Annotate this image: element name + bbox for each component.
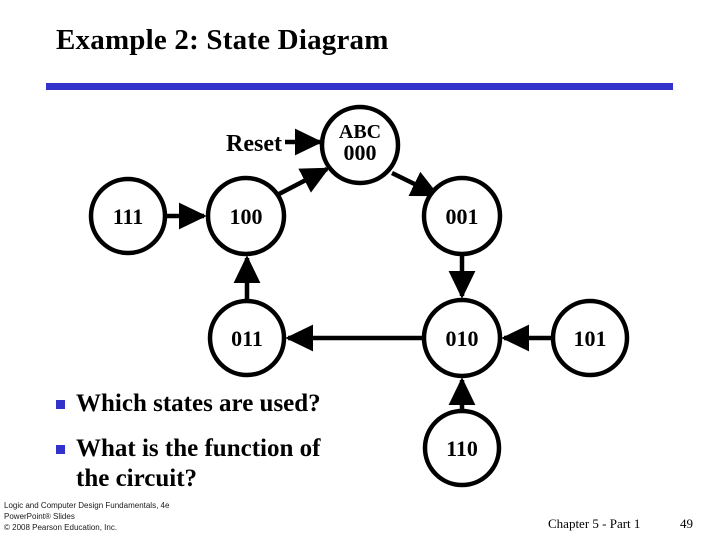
bullet-item-label: Which states are used? — [76, 390, 321, 417]
footer-credit-text: Logic and Computer Design Fundamentals, … — [4, 501, 170, 532]
state-label-100: 100 — [230, 204, 263, 229]
state-node-101[interactable]: 101 — [550, 298, 630, 378]
state-node-100[interactable]: 100 — [205, 175, 287, 257]
bullet-item-label: What is the function of the circuit? — [76, 435, 321, 492]
state-sublabel-abc: ABC — [339, 121, 381, 143]
state-label-110: 110 — [446, 436, 478, 461]
state-node-111[interactable]: 111 — [88, 176, 168, 256]
state-node-110[interactable]: 110 — [422, 408, 502, 488]
bullet-item-which-states: Which states are used? — [56, 389, 321, 419]
state-label-111: 111 — [113, 204, 144, 229]
title-divider-rule — [46, 83, 673, 90]
state-circle-110[interactable] — [422, 408, 502, 488]
square-bullet-icon — [56, 445, 65, 454]
state-circle-000[interactable] — [319, 104, 401, 186]
state-node-010[interactable]: 010 — [421, 297, 503, 379]
page-title: Example 2: State Diagram — [56, 24, 389, 56]
state-node-000[interactable]: ABC 000 — [319, 104, 401, 186]
state-node-011[interactable]: 011 — [207, 298, 287, 378]
edge-100-to-000 — [277, 167, 330, 196]
footer-chapter-label: Chapter 5 - Part 1 — [548, 516, 641, 531]
footer-page-number: 49 — [680, 516, 693, 531]
bullet-item-circuit-function: What is the function of the circuit? — [56, 434, 320, 494]
state-node-001[interactable]: 001 — [421, 175, 503, 257]
state-circle-100[interactable] — [205, 175, 287, 257]
edge-000-to-001 — [391, 170, 440, 198]
reset-label: Reset — [226, 131, 282, 157]
state-label-010: 010 — [446, 326, 479, 351]
state-label-101: 101 — [574, 326, 607, 351]
state-circle-001[interactable] — [421, 175, 503, 257]
state-label-000: 000 — [344, 140, 377, 165]
transition-edges — [165, 128, 553, 411]
state-circle-011[interactable] — [207, 298, 287, 378]
state-label-011: 011 — [231, 326, 263, 351]
state-circle-111[interactable] — [88, 176, 168, 256]
square-bullet-icon — [56, 400, 65, 409]
state-circle-101[interactable] — [550, 298, 630, 378]
state-label-001: 001 — [446, 204, 479, 229]
state-circle-010[interactable] — [421, 297, 503, 379]
